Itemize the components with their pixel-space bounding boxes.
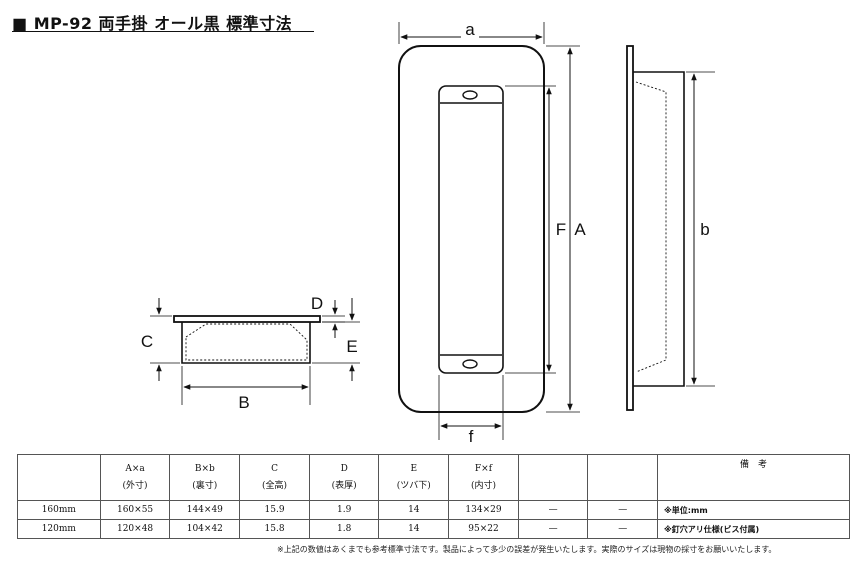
table-header-cell xyxy=(517,454,589,501)
cell-C: 15.8 xyxy=(239,519,310,539)
side-view: b xyxy=(626,45,715,411)
table-header-cell: A×a(外寸) xyxy=(99,454,171,501)
table-header-cell: D(表厚) xyxy=(308,454,380,501)
dim-label-f: f xyxy=(469,427,474,446)
table-header-cell: F×f(内寸) xyxy=(448,454,519,501)
front-view-outer-plate xyxy=(398,45,545,413)
side-view-flange xyxy=(626,45,634,411)
footnote: ※上記の数値はあくまでも参考標準寸法です。製品によって多少の誤差が発生いたします… xyxy=(277,545,777,554)
cell-Ff: 95×22 xyxy=(448,519,519,539)
section-view: C D E B xyxy=(141,294,360,412)
dim-label-D: D xyxy=(311,294,323,313)
cell-note: ※釘穴アリ仕様(ビス付属) xyxy=(657,519,850,539)
dim-label-B: B xyxy=(238,393,249,412)
cell-C: 15.9 xyxy=(239,500,310,520)
cell-D: 1.9 xyxy=(308,500,380,520)
table-header-cell: B×b(裏寸) xyxy=(169,454,241,501)
table-header-cell xyxy=(17,454,101,501)
cell-size: 160mm xyxy=(17,500,101,520)
table-row: 160mm 160×55 144×49 15.9 1.9 14 134×29 —… xyxy=(17,500,850,520)
spec-table-header-row: A×a(外寸) B×b(裏寸) C(全高) D(表厚) E(ツバ下) F×f(内… xyxy=(17,454,850,501)
cell-Aa: 120×48 xyxy=(99,519,171,539)
spec-table: A×a(外寸) B×b(裏寸) C(全高) D(表厚) E(ツバ下) F×f(内… xyxy=(17,454,850,539)
front-view-top-screw-hole xyxy=(462,90,478,100)
dim-label-a: a xyxy=(465,20,475,39)
cell-E: 14 xyxy=(378,500,450,520)
cell-Ff: 134×29 xyxy=(448,500,519,520)
cell-extra-2: — xyxy=(587,500,659,520)
table-row: 120mm 120×48 104×42 15.8 1.8 14 95×22 — … xyxy=(17,519,850,539)
dim-label-b: b xyxy=(700,220,709,239)
dim-label-F: F xyxy=(556,220,566,239)
dim-label-A: A xyxy=(574,220,586,239)
table-header-cell: C(全高) xyxy=(239,454,310,501)
cell-note: ※単位:mm xyxy=(657,500,850,520)
table-header-cell xyxy=(587,454,659,501)
cell-Aa: 160×55 xyxy=(99,500,171,520)
section-view-body xyxy=(181,322,311,364)
cell-size: 120mm xyxy=(17,519,101,539)
cell-extra-1: — xyxy=(517,500,589,520)
page-title: ■ MP-92 両手掛 オール黒 標準寸法 xyxy=(12,14,293,33)
cell-D: 1.8 xyxy=(308,519,380,539)
dim-label-C: C xyxy=(141,332,153,351)
table-header-cell-remarks: 備 考 xyxy=(657,454,850,501)
cell-Bb: 104×42 xyxy=(169,519,241,539)
table-header-cell: E(ツバ下) xyxy=(378,454,450,501)
dim-label-E: E xyxy=(346,337,357,356)
cell-Bb: 144×49 xyxy=(169,500,241,520)
title-underline xyxy=(12,31,314,32)
front-view-bottom-screw-hole xyxy=(462,359,478,369)
cell-extra-2: — xyxy=(587,519,659,539)
cell-extra-1: — xyxy=(517,519,589,539)
side-view-body xyxy=(633,71,685,387)
front-view: a A F f xyxy=(398,19,589,448)
cell-E: 14 xyxy=(378,519,450,539)
front-view-inner-recess xyxy=(438,85,504,374)
section-view-flange xyxy=(173,315,321,323)
